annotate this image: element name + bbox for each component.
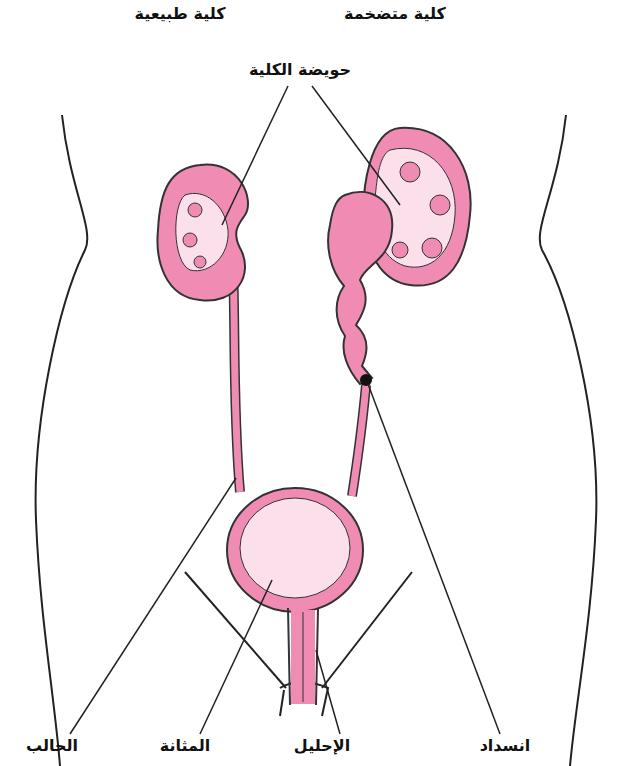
part-label: كلية طبيعية (132, 4, 227, 23)
part-label: المثانة (158, 736, 212, 755)
part-label: كلية متضخمة (342, 4, 448, 23)
part-label: الحالب (24, 736, 80, 755)
part-label: الإحليل (292, 736, 352, 755)
part-label: حويضة الكلية (247, 60, 353, 79)
part-label: انسداد (478, 736, 533, 755)
